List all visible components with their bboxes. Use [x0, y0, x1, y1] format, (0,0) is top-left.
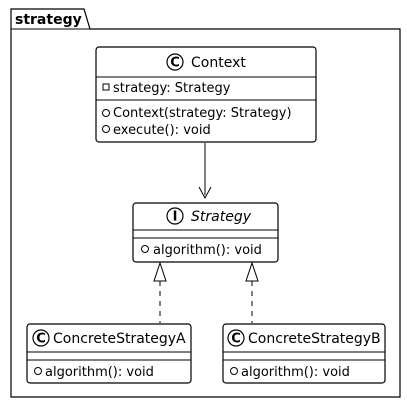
- interface-name: Strategy: [191, 209, 252, 225]
- public-visibility-icon: [34, 367, 42, 375]
- svg-text:I: I: [173, 210, 178, 225]
- class-name: Context: [191, 55, 246, 71]
- class-context[interactable]: C Context strategy: Strategy Context(str…: [95, 46, 317, 143]
- method: Context(strategy: Strategy): [113, 106, 292, 121]
- relation-concrete-b-strategy: [245, 261, 259, 323]
- svg-text:C: C: [36, 332, 46, 347]
- class-name: ConcreteStrategyA: [53, 331, 186, 347]
- method: algorithm(): void: [45, 365, 154, 380]
- class-badge-icon: C: [32, 329, 50, 347]
- class-badge-icon: C: [166, 53, 184, 71]
- class-badge-icon: C: [227, 329, 245, 347]
- method: algorithm(): void: [241, 365, 350, 380]
- svg-text:C: C: [170, 56, 180, 71]
- package-title: strategy: [15, 12, 82, 28]
- package-strategy: strategy: [10, 8, 401, 398]
- relation-context-strategy: [198, 143, 212, 200]
- interface-strategy[interactable]: I Strategy algorithm(): void: [132, 202, 279, 263]
- method: algorithm(): void: [153, 243, 262, 258]
- method: execute(): void: [113, 123, 211, 138]
- public-visibility-icon: [230, 367, 238, 375]
- class-concrete-strategy-a[interactable]: C ConcreteStrategyA algorithm(): void: [26, 323, 192, 384]
- attribute: strategy: Strategy: [113, 81, 231, 96]
- private-visibility-icon: [102, 83, 110, 91]
- interface-badge-icon: I: [166, 207, 184, 225]
- relation-concrete-a-strategy: [153, 261, 167, 323]
- class-name: ConcreteStrategyB: [248, 331, 381, 347]
- public-visibility-icon: [102, 109, 110, 117]
- svg-text:C: C: [231, 332, 241, 347]
- public-visibility-icon: [141, 245, 149, 253]
- class-concrete-strategy-b[interactable]: C ConcreteStrategyB algorithm(): void: [222, 323, 386, 384]
- public-visibility-icon: [102, 125, 110, 133]
